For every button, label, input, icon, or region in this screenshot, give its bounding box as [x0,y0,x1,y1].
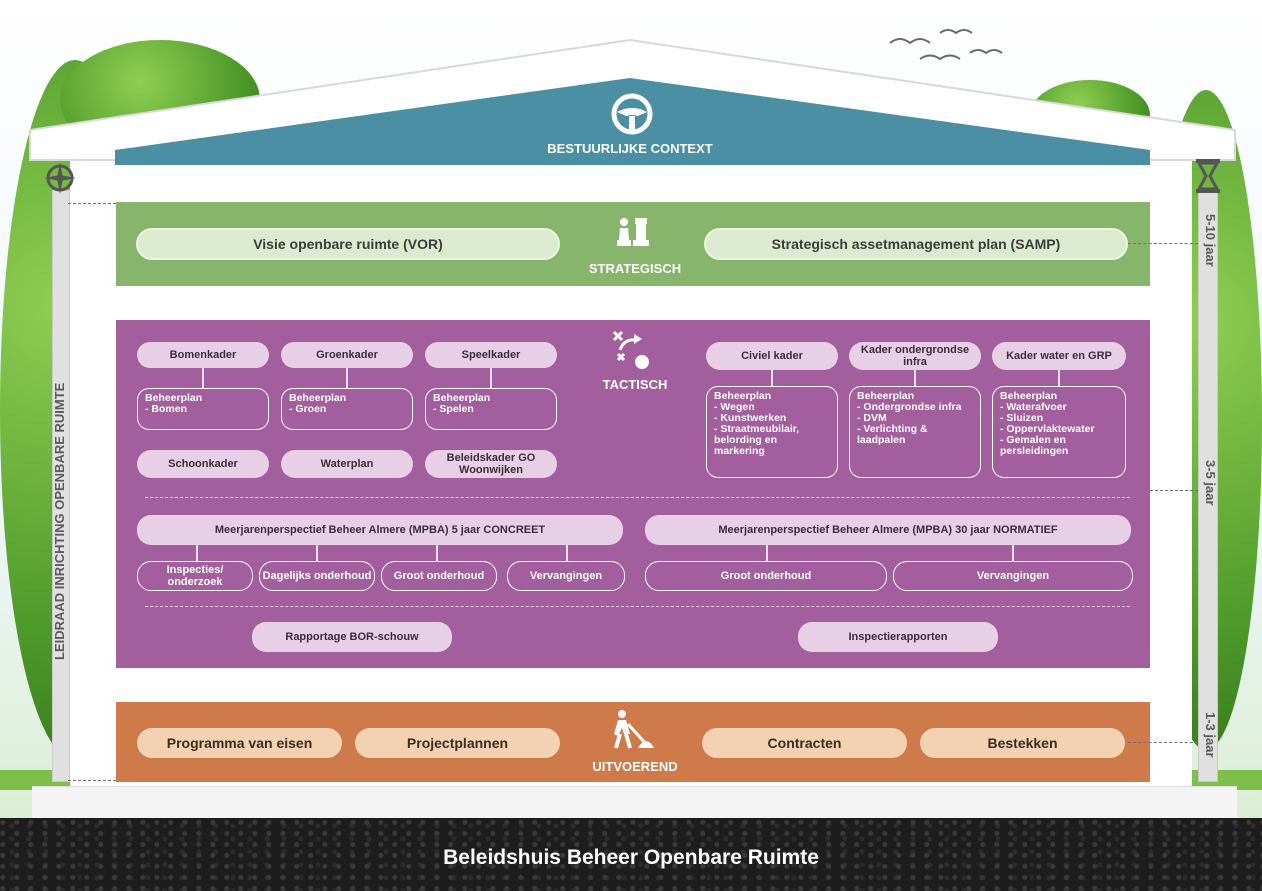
rapportage-bor-schouw: Rapportage BOR-schouw [252,622,452,652]
beheerplan-item: - Wegen [714,401,755,413]
samp-item: Strategisch assetmanagement plan (SAMP) [704,228,1128,260]
mpba5-dagelijks: Dagelijks onderhoud [259,561,375,591]
kader-groen: Groenkader [281,342,413,368]
projectplannen: Projectplannen [355,728,560,758]
strategy-arrows-icon [612,330,649,369]
road-worker-icon [614,710,654,749]
mpba-5-jaar: Meerjarenperspectief Beheer Almere (MPBA… [137,515,623,545]
beheerplan-items: - Groen [289,403,327,415]
mpba30-groot: Groot onderhoud [645,561,887,591]
time-label-1-3: 1-3 jaar [1203,712,1218,758]
beheerplan-civiel: Beheerplan - Wegen - Kunstwerken - Straa… [706,386,838,478]
mpba-30-jaar: Meerjarenperspectief Beheer Almere (MPBA… [645,515,1131,545]
beheerplan-item: - Sluizen [1000,412,1044,424]
mpba30-vervangingen: Vervangingen [893,561,1133,591]
right-leader-uitvoerend [1128,742,1198,743]
mpba5-groot: Groot onderhoud [381,561,497,591]
beheerplan-item: - Oppervlaktewater [1000,423,1095,435]
roof-title: BESTUURLIJKE CONTEXT [547,141,713,156]
waterplan: Waterplan [281,450,413,478]
beheerplan-title: Beheerplan [1000,390,1058,402]
tactisch-band [116,320,1150,668]
kader-schoon: Schoonkader [137,450,269,478]
compass-icon [44,162,76,194]
beheerplan-title: Beheerplan [714,390,772,402]
left-leader-top [68,203,116,204]
bestekken: Bestekken [920,728,1125,758]
time-label-5-10: 5-10 jaar [1203,214,1218,267]
beheerplan-groen: Beheerplan - Groen [281,388,413,430]
birds-illustration [889,29,1003,61]
beheerplan-title: Beheerplan [857,390,915,402]
beheerplan-title: Beheerplan [433,392,491,404]
beheerplan-item: - Waterafvoer [1000,401,1067,413]
beheerplan-item: - Ondergrondse infra [857,401,962,413]
beheerplan-items: - Bomen [145,403,187,415]
beheerplan-item: - Straatmeubilair, belording en markerin… [714,423,800,457]
mpba5-inspecties: Inspecties/ onderzoek [137,561,253,591]
uitvoerend-title: UITVOEREND [592,759,678,774]
left-leader-bottom [68,780,116,781]
beheerplan-title: Beheerplan [289,392,347,404]
mpba5-vervangingen: Vervangingen [507,561,625,591]
beheerplan-title: Beheerplan [145,392,203,404]
beheerplan-spelen: Beheerplan - Spelen [425,388,557,430]
ground [0,818,1262,891]
vor-item: Visie openbare ruimte (VOR) [136,228,560,260]
divider-dashed [145,606,1130,607]
left-pillar-label: LEIDRAAD INRICHTING OPENBARE RUIMTE [52,382,67,660]
house-floor [32,786,1237,821]
kader-civiel: Civiel kader [706,342,838,370]
beheerplan-bomen: Beheerplan - Bomen [137,388,269,430]
kader-speel: Speelkader [425,342,557,368]
programma-van-eisen: Programma van eisen [137,728,342,758]
beleidskader-go-woonwijken: Beleidskader GO Woonwijken [425,450,557,478]
time-label-3-5: 3-5 jaar [1203,460,1218,506]
beheerplan-ondergronds: Beheerplan - Ondergrondse infra - DVM - … [849,386,981,478]
beheerplan-item: - Gemalen en persleidingen [1000,434,1069,457]
strategisch-title: STRATEGISCH [588,261,682,276]
chess-pieces-icon [617,218,649,246]
inspectierapporten: Inspectierapporten [798,622,998,652]
beheerplan-water: Beheerplan - Waterafvoer - Sluizen - Opp… [992,386,1126,478]
beheerplan-item: - DVM [857,412,887,424]
kader-water-grp: Kader water en GRP [992,342,1126,370]
kader-ondergrondse-infra: Kader ondergrondse infra [849,342,981,370]
tactisch-title: TACTISCH [602,377,668,392]
beheerplan-item: - Verlichting & laadpalen [857,423,928,446]
beheerplan-item: - Kunstwerken [714,412,787,424]
divider-dashed [145,497,1130,498]
steering-wheel-icon [611,93,653,135]
contracten: Contracten [702,728,907,758]
hourglass-icon [1196,159,1220,193]
beheerplan-items: - Spelen [433,403,474,415]
right-leader-tactisch [1150,490,1198,491]
kader-bomen: Bomenkader [137,342,269,368]
footer-title: Beleidshuis Beheer Openbare Ruimte [443,846,819,869]
right-leader-strategisch [1128,243,1198,244]
